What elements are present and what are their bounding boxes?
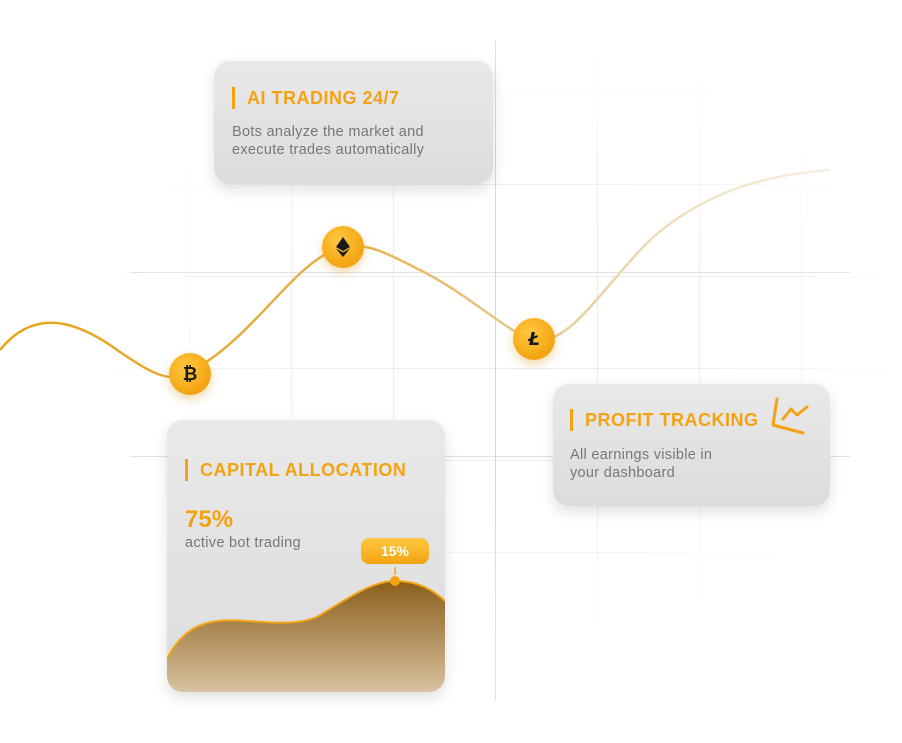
chart-marker — [390, 576, 400, 586]
grid-line-vertical — [495, 40, 496, 700]
grid-line-horizontal — [130, 272, 850, 273]
allocation-area-chart — [167, 567, 445, 692]
capital-allocation-card: CAPITAL ALLOCATION 75% active bot tradin… — [167, 419, 445, 692]
litecoin-icon: Ł — [527, 329, 540, 350]
profit-tracking-text-line2: your dashboard — [570, 465, 675, 481]
capital-allocation-title: CAPITAL ALLOCATION — [185, 459, 406, 481]
grid-line-horizontal — [130, 456, 850, 457]
capital-allocation-value: 75% — [185, 506, 234, 533]
profit-tracking-text-line1: All earnings visible in — [570, 447, 713, 463]
profit-tracking-title: PROFIT TRACKING — [570, 409, 759, 431]
ai-trading-text-line1: Bots analyze the market and — [232, 124, 424, 140]
ai-trading-card: AI TRADING 24/7 Bots analyze the market … — [214, 60, 493, 184]
svg-text:₿: ₿ — [183, 364, 198, 385]
litecoin-coin: Ł — [513, 318, 555, 360]
ai-trading-text-line2: execute trades automatically — [232, 142, 425, 158]
ethereum-icon — [336, 237, 350, 257]
profit-tracking-card: PROFIT TRACKING All earnings visible in … — [553, 383, 830, 506]
capital-allocation-value-label: active bot trading — [185, 535, 301, 551]
ai-trading-title: AI TRADING 24/7 — [232, 87, 400, 109]
trend-chart-icon — [771, 397, 809, 435]
svg-text:Ł: Ł — [527, 329, 540, 350]
bitcoin-icon: ₿ — [183, 364, 198, 385]
ethereum-coin — [322, 226, 364, 268]
bitcoin-coin: ₿ — [169, 353, 211, 395]
chart-tooltip: 15% — [361, 538, 429, 564]
